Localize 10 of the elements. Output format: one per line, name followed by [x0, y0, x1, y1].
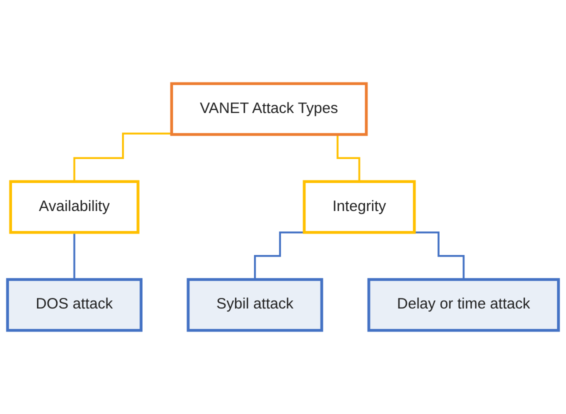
- connector: [254, 231, 306, 280]
- node-box: Sybil attack: [186, 278, 324, 332]
- connector: [413, 231, 465, 280]
- connector: [73, 231, 76, 280]
- connector: [73, 132, 172, 183]
- node-box: Integrity: [302, 180, 416, 234]
- node-box: VANET Attack Types: [170, 82, 368, 136]
- node-box: Availability: [9, 180, 140, 234]
- node-box: Delay or time attack: [367, 278, 560, 332]
- node-box: DOS attack: [6, 278, 142, 332]
